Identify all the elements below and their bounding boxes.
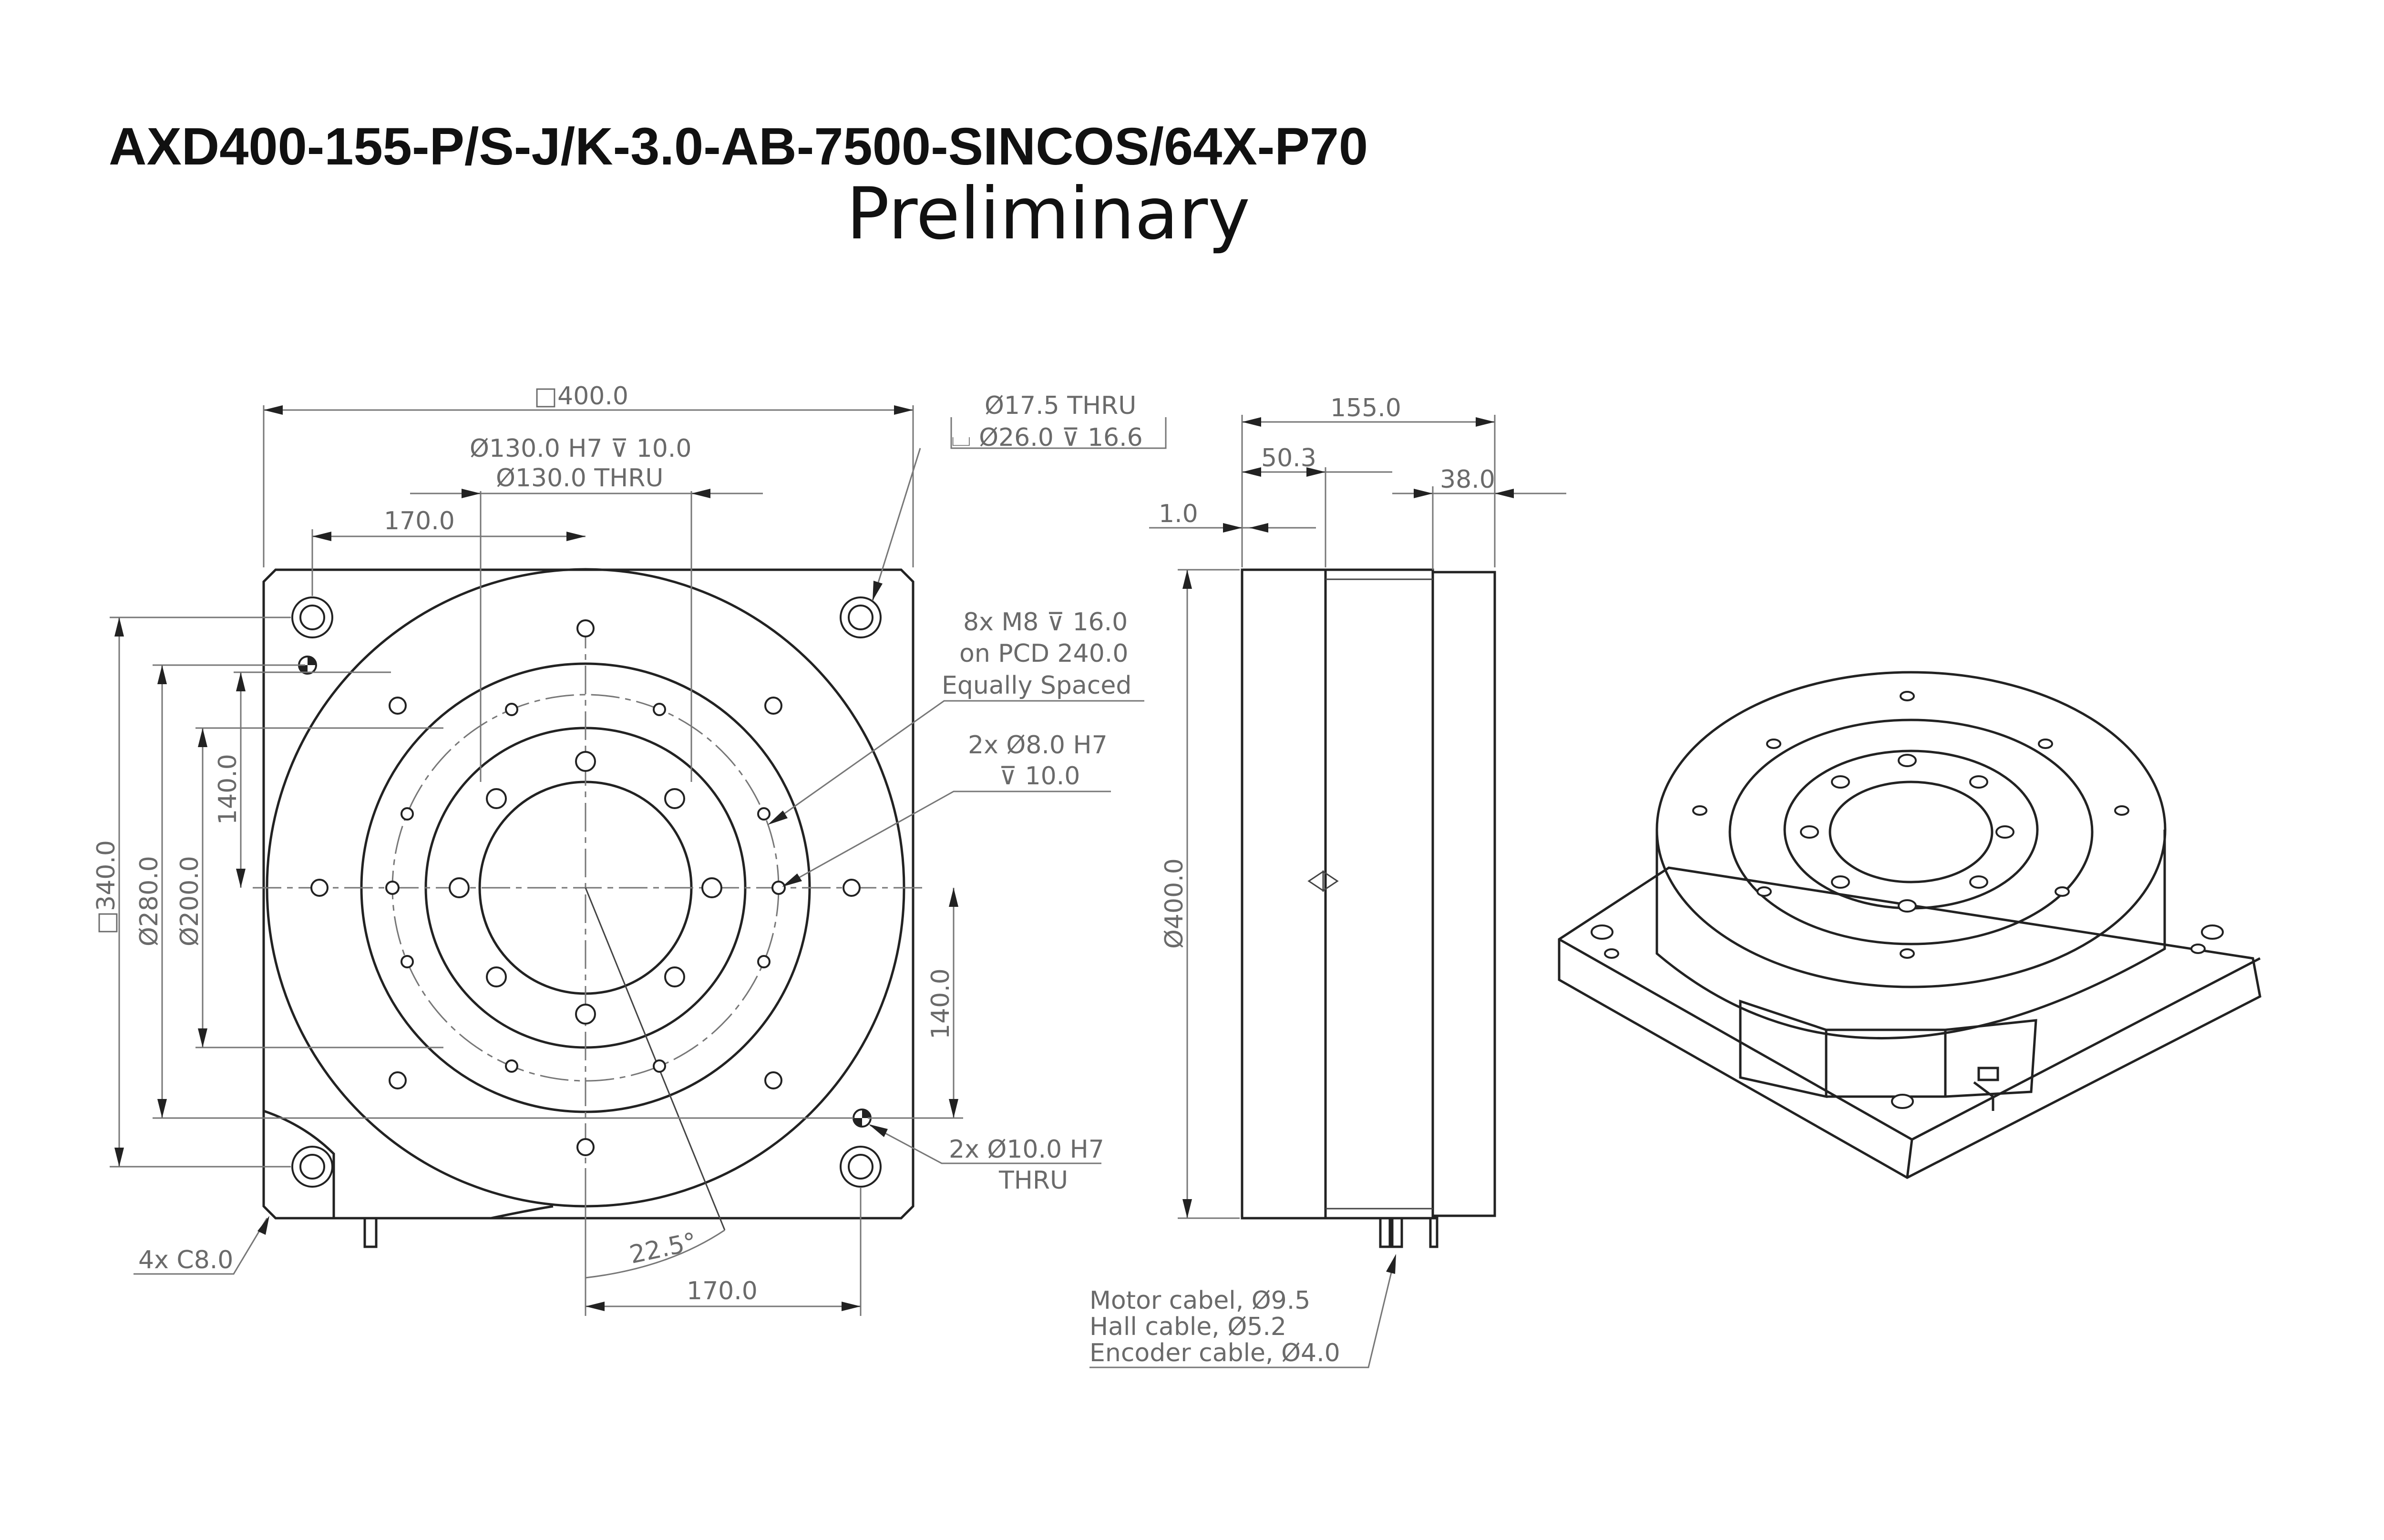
callout-cbore-26: ⌴ Ø26.0 ⊽ 16.6 <box>951 423 1143 452</box>
cable-line-2: Hall cable, Ø5.2 <box>1089 1313 1286 1341</box>
housing-tangent-left <box>263 1109 335 1218</box>
dim-angle-label: 22.5° <box>627 1228 699 1270</box>
dim-angle: 22.5° <box>585 1228 725 1279</box>
dim-50-3-label: 50.3 <box>1261 444 1316 472</box>
dim-dia-280-label: Ø280.0 <box>135 856 164 946</box>
housing-tangent-bottom <box>491 1205 554 1220</box>
dowel-pin-marks <box>298 656 872 1128</box>
callout-thru-hole: Ø17.5 THRU ⌴ Ø26.0 ⊽ 16.6 <box>872 391 1167 601</box>
pin-hole-left <box>385 881 400 895</box>
dim-offset-170-bottom: 170.0 <box>585 1168 862 1316</box>
corner-mounting-holes <box>291 596 882 1188</box>
callout-pin-10: 2x Ø10.0 H7 THRU <box>869 1124 1104 1195</box>
dim-1-label: 1.0 <box>1159 500 1198 528</box>
dim-offset-170-bottom-label: 170.0 <box>687 1277 758 1305</box>
cable-callout: Motor cabel, Ø9.5 Hall cable, Ø5.2 Encod… <box>1089 1254 1396 1368</box>
callout-pin8-line1: 2x Ø8.0 H7 <box>968 731 1108 760</box>
iso-bore <box>1829 780 1994 883</box>
dim-dia-200-label: Ø200.0 <box>175 856 204 946</box>
callout-chamfer: 4x C8.0 <box>134 1216 269 1275</box>
dim-square-400-label: □400.0 <box>534 382 628 411</box>
callout-m8: 8x M8 ⊽ 16.0 on PCD 240.0 Equally Spaced <box>768 608 1144 825</box>
dim-dia-400-label: Ø400.0 <box>1160 858 1189 949</box>
dim-height-155: 155.0 <box>1241 394 1496 567</box>
callout-chamfer-label: 4x C8.0 <box>138 1246 233 1274</box>
iso-cable-gland <box>1973 1081 1994 1111</box>
pin-hole-right <box>771 881 786 895</box>
callout-pin-8: 2x Ø8.0 H7 ⊽ 10.0 <box>782 731 1111 887</box>
callout-pin10-line1: 2x Ø10.0 H7 <box>949 1135 1104 1164</box>
iso-base-plate <box>1558 866 2261 1179</box>
dim-dia-280: Ø280.0 <box>135 664 853 1119</box>
dim-38: 38.0 <box>1392 465 1566 570</box>
rotor-bolt-holes <box>449 751 722 1025</box>
callout-hole-17-5: Ø17.5 THRU <box>985 391 1136 420</box>
dim-offset-170-top-label: 170.0 <box>384 507 455 535</box>
dim-square-340: □340.0 <box>92 616 291 1168</box>
dim-1: 1.0 <box>1149 500 1316 533</box>
m8-pcd-holes <box>401 703 771 1073</box>
dim-left-140-label: 140.0 <box>214 754 242 825</box>
dim-38-label: 38.0 <box>1440 465 1495 494</box>
front-view: □400.0 Ø130.0 H7 ⊽ 10.0 Ø130.0 THRU 170.… <box>92 382 1167 1316</box>
side-plate <box>1431 571 1496 1217</box>
dim-dia-400: Ø400.0 <box>1160 569 1240 1219</box>
cable-line-1: Motor cabel, Ø9.5 <box>1089 1286 1310 1315</box>
side-cable-1 <box>1379 1217 1391 1248</box>
dim-square-400: □400.0 <box>263 382 914 567</box>
dim-right-140: 140.0 <box>868 888 963 1119</box>
dim-bore-130: Ø130.0 H7 ⊽ 10.0 Ø130.0 THRU <box>410 434 763 782</box>
side-housing-rear <box>1324 568 1434 1220</box>
dim-bore-h7-label: Ø130.0 H7 ⊽ 10.0 <box>470 434 691 463</box>
callout-pin8-line2: ⊽ 10.0 <box>999 762 1080 791</box>
callout-m8-line3: Equally Spaced <box>942 671 1131 700</box>
dim-left-140: 140.0 <box>214 671 391 888</box>
side-cable-2 <box>1391 1217 1403 1248</box>
dim-height-155-label: 155.0 <box>1330 394 1401 422</box>
iso-cylinder-side <box>1655 830 2166 1039</box>
side-view: 155.0 50.3 38.0 1.0 Ø400.0 Motor cab <box>1089 394 1566 1368</box>
dim-right-140-label: 140.0 <box>926 968 955 1039</box>
callout-m8-line1: 8x M8 ⊽ 16.0 <box>963 608 1128 637</box>
base-plate-outline <box>262 568 915 1220</box>
callout-m8-line2: on PCD 240.0 <box>959 639 1128 668</box>
cable-stub <box>363 1217 378 1248</box>
stator-bolt-holes <box>310 619 861 1156</box>
iso-rotor-outer <box>1728 719 2094 945</box>
isometric-view <box>1558 671 2261 1179</box>
cable-line-3: Encoder cable, Ø4.0 <box>1089 1339 1340 1367</box>
drawing-subtitle: Preliminary <box>846 173 1250 256</box>
side-housing-front <box>1241 568 1327 1220</box>
dim-50-3: 50.3 <box>1242 444 1392 567</box>
callout-pin10-line2: THRU <box>998 1166 1068 1195</box>
drawing-title: AXD400-155-P/S-J/K-3.0-AB-7500-SINCOS/64… <box>109 117 1368 176</box>
side-cable-3 <box>1429 1217 1439 1248</box>
dim-offset-170-top: 170.0 <box>311 507 586 596</box>
dim-dia-200: Ø200.0 <box>175 727 443 1048</box>
dim-square-340-label: □340.0 <box>92 840 121 934</box>
iso-cylinder-top <box>1655 671 2167 988</box>
iso-holes <box>1591 691 2224 1109</box>
angle-reference-line <box>585 887 726 1231</box>
rotation-symbol <box>1307 870 1339 892</box>
dim-bore-thru-label: Ø130.0 THRU <box>496 464 663 493</box>
